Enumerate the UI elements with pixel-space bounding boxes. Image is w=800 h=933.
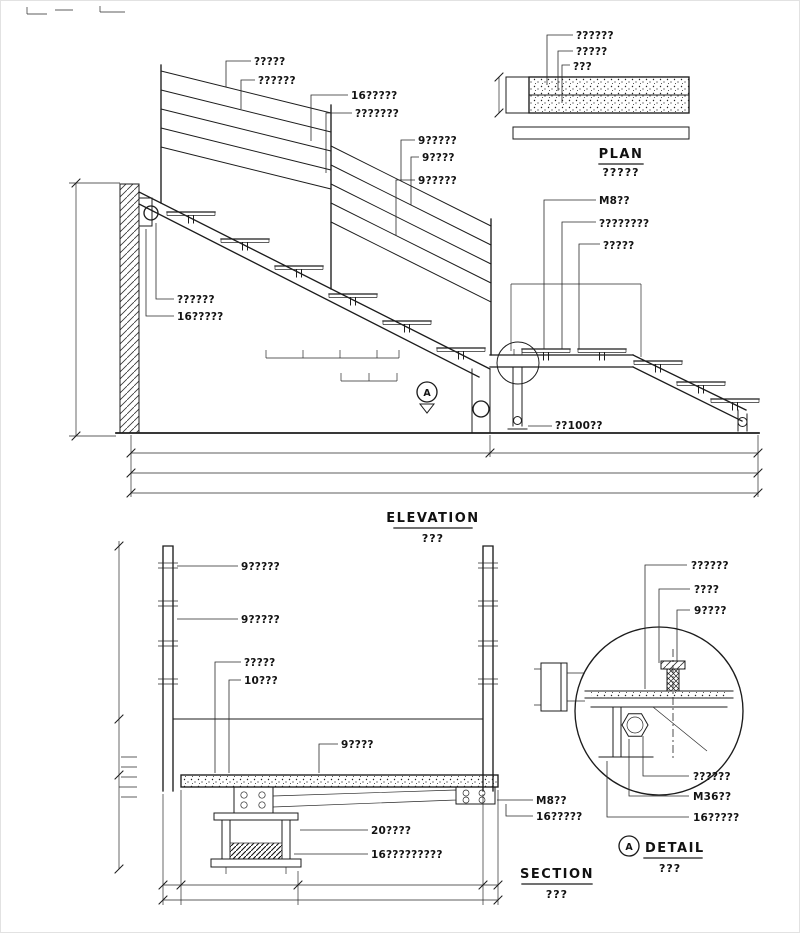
detail-bracket: [598, 706, 708, 758]
plan-label-2: ?????: [576, 46, 607, 58]
plan-leader-lines: [546, 34, 573, 103]
section-left-ticks: [119, 756, 137, 798]
plan-subtitle: ?????: [603, 166, 640, 179]
detail-label-2: ????: [694, 584, 719, 596]
section-stringer-edge: [272, 789, 457, 808]
section-label-4: 10???: [244, 675, 278, 687]
plan-label-1: ??????: [576, 30, 614, 42]
section-dimensions: [114, 541, 503, 905]
elevation-label-5: 9?????: [418, 135, 457, 147]
section-marker-a-letter: A: [423, 388, 431, 399]
plan-title: PLAN: [599, 147, 644, 162]
elevation-label-2: ??????: [258, 75, 296, 87]
detail-title: DETAIL: [645, 841, 705, 856]
wall-hatch: [119, 183, 140, 434]
section-title: SECTION: [520, 867, 594, 882]
plan-view: ?????? ????? ??? PLAN ?????: [494, 30, 690, 179]
detail-reference-circle: [496, 341, 540, 385]
plan-dim-ticks: [494, 72, 504, 118]
section-label-1: 9?????: [241, 561, 280, 573]
section-column: [210, 812, 302, 874]
stringer-flight1: [138, 191, 491, 378]
landing-platform: [489, 354, 634, 368]
detail-hex-nut: [621, 713, 649, 737]
detail-label-6: 16?????: [693, 812, 739, 824]
elevation-label-12: 16?????: [177, 311, 223, 323]
elevation-label-4: ???????: [355, 108, 399, 120]
corner-dimension-ticks: [26, 6, 125, 15]
stringer-flight2: [632, 354, 747, 422]
section-tread-plate: [180, 774, 499, 788]
detail-label-3: 9????: [694, 605, 727, 617]
section-marker-a: A: [416, 381, 438, 414]
detail-plate-stack: [584, 690, 734, 708]
elevation-view: A ????? ?????? 16????? ??????? 9????? 9?…: [26, 6, 763, 545]
elevation-label-8: M8??: [599, 195, 630, 207]
elevation-label-3: 16?????: [351, 90, 397, 102]
section-label-3: ?????: [244, 657, 275, 669]
plan-left-cap: [505, 76, 530, 114]
stair-dimension-combs: [265, 350, 400, 382]
section-view: 9????? 9????? ????? 10??? 9???? M8?? 16?…: [114, 541, 594, 905]
landing-support: [507, 366, 528, 430]
treads: [166, 211, 760, 411]
section-label-8: 20????: [371, 825, 411, 837]
elevation-title: ELEVATION: [386, 511, 479, 526]
detail-label-4: ??????: [693, 771, 731, 783]
elevation-label-6: 9????: [422, 152, 455, 164]
elevation-leader-lines: [145, 60, 600, 427]
section-subtitle: ???: [546, 888, 568, 901]
railing: [160, 64, 492, 356]
elevation-label-11: ??????: [177, 294, 215, 306]
detail-leader-lines: [606, 564, 690, 818]
detail-label-1: ??????: [691, 560, 729, 572]
detail-marker-letter: A: [625, 842, 633, 853]
detail-post-section: [534, 662, 585, 712]
detail-label-5: M36??: [693, 791, 731, 803]
elevation-label-1: ?????: [254, 56, 285, 68]
plan-label-3: ???: [573, 61, 592, 73]
flight1-end-post: [471, 368, 491, 434]
section-label-9: 16?????????: [371, 849, 443, 861]
section-label-2: 9?????: [241, 614, 280, 626]
section-label-7: 16?????: [536, 811, 582, 823]
elevation-dimensions: [69, 178, 763, 498]
elevation-label-7: 9?????: [418, 175, 457, 187]
elevation-subtitle: ???: [422, 532, 444, 545]
detail-subtitle: ???: [659, 862, 681, 875]
elevation-label-13: ??100??: [555, 420, 603, 432]
section-posts: [157, 545, 499, 792]
detail-bolt: [660, 649, 686, 759]
landing-guard-lines: [510, 283, 642, 357]
section-right-bracket: [455, 786, 496, 805]
detail-view: ?????? ???? 9???? ?????? M36?? 16????? A…: [534, 560, 744, 875]
elevation-label-10: ?????: [603, 240, 634, 252]
plan-lower-plate: [512, 126, 690, 140]
elevation-label-9: ????????: [599, 218, 649, 230]
section-left-bracket: [233, 786, 274, 814]
section-label-5: 9????: [341, 739, 374, 751]
flight2-end-post: [737, 409, 748, 432]
section-label-6: M8??: [536, 795, 567, 807]
detail-marker-a: A: [618, 835, 640, 857]
section-leader-lines: [177, 565, 533, 855]
